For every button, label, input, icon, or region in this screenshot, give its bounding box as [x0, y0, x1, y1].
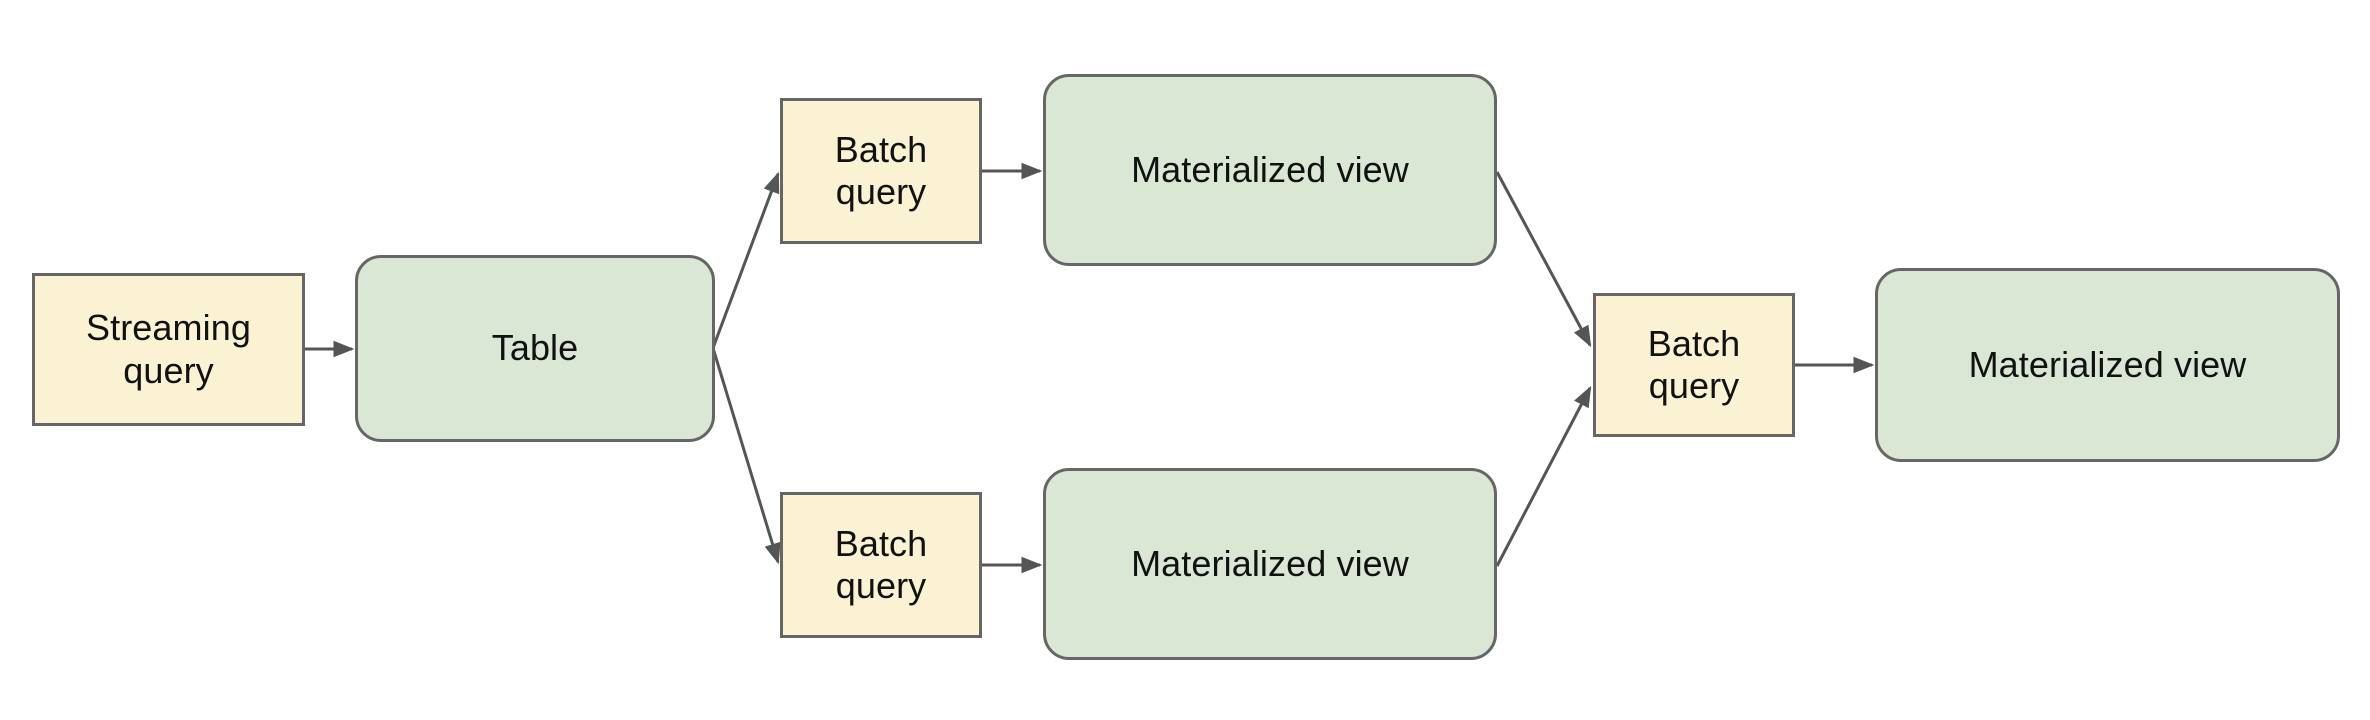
- edge-mv-bottom-to-batch-join: [1495, 385, 1592, 567]
- node-batch-query-top[interactable]: Batch query: [780, 98, 982, 244]
- node-label-materialized-view-top: Materialized view: [1131, 148, 1409, 190]
- node-label-batch-query-join: Batch query: [1647, 322, 1741, 406]
- edge-mv-top-to-batch-join: [1495, 171, 1592, 348]
- node-streaming-query[interactable]: Streaming query: [32, 273, 305, 426]
- node-label-materialized-view-final: Materialized view: [1968, 343, 2247, 385]
- edge-table-to-batch-top: [711, 171, 780, 349]
- node-batch-query-bottom[interactable]: Batch query: [780, 492, 982, 638]
- node-materialized-view-bottom[interactable]: Materialized view: [1043, 468, 1497, 660]
- node-label-materialized-view-bottom: Materialized view: [1131, 542, 1409, 584]
- node-batch-query-join[interactable]: Batch query: [1593, 293, 1795, 437]
- node-label-table: Table: [491, 327, 579, 369]
- node-table[interactable]: Table: [355, 255, 715, 442]
- node-label-batch-query-bottom: Batch query: [834, 522, 928, 606]
- node-materialized-view-top[interactable]: Materialized view: [1043, 74, 1497, 266]
- edge-table-to-batch-bottom: [711, 347, 781, 565]
- node-label-batch-query-top: Batch query: [834, 128, 928, 212]
- node-label-streaming-query: Streaming query: [86, 307, 251, 391]
- node-materialized-view-final[interactable]: Materialized view: [1875, 268, 2340, 462]
